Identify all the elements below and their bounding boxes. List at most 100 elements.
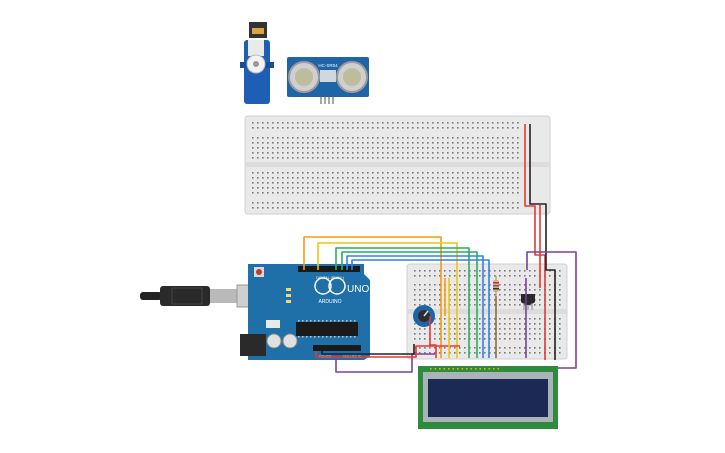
breadboard-hole	[267, 172, 269, 174]
breadboard-hole	[549, 275, 551, 277]
wire-purple-sensor[interactable]	[526, 251, 577, 369]
breadboard-hole	[459, 299, 461, 301]
breadboard-large[interactable]	[244, 115, 551, 215]
breadboard-hole	[492, 147, 494, 149]
breadboard-hole	[352, 172, 354, 174]
breadboard-hole	[342, 192, 344, 194]
lcd-display[interactable]	[418, 366, 558, 429]
breadboard-hole	[414, 333, 416, 335]
breadboard-hole	[257, 177, 259, 179]
breadboard-hole	[262, 137, 264, 139]
breadboard-hole	[262, 157, 264, 159]
led-indicator	[286, 294, 291, 297]
breadboard-hole	[494, 328, 496, 330]
breadboard-hole	[559, 347, 561, 349]
breadboard-hole	[559, 299, 561, 301]
breadboard-hole	[267, 182, 269, 184]
wire-orange[interactable]	[303, 236, 442, 358]
breadboard-hole	[504, 299, 506, 301]
breadboard-hole	[419, 328, 421, 330]
wire-purple-lcd[interactable]	[335, 352, 435, 373]
breadboard-hole	[467, 152, 469, 154]
wire-green[interactable]	[335, 247, 470, 358]
breadboard-hole	[484, 338, 486, 340]
breadboard-hole	[347, 172, 349, 174]
lcd-pin	[479, 368, 482, 370]
breadboard-hole	[257, 147, 259, 149]
resistor[interactable]	[493, 276, 499, 296]
breadboard-hole	[397, 202, 399, 204]
breadboard-hole	[347, 122, 349, 124]
breadboard-hole	[439, 333, 441, 335]
breadboard-hole	[447, 172, 449, 174]
wire-blue-2[interactable]	[351, 259, 490, 358]
breadboard-hole	[432, 142, 434, 144]
breadboard-hole	[507, 182, 509, 184]
breadboard-hole	[502, 137, 504, 139]
reset-button[interactable]	[256, 269, 262, 275]
breadboard-hole	[272, 182, 274, 184]
wires[interactable]	[303, 124, 577, 373]
breadboard-hole	[447, 182, 449, 184]
wire-red-5v[interactable]	[315, 345, 460, 358]
breadboard-hole	[377, 207, 379, 209]
wire-red-power[interactable]	[524, 124, 546, 360]
breadboard-hole	[392, 147, 394, 149]
wire-green-2[interactable]	[341, 251, 478, 358]
breadboard-hole	[277, 157, 279, 159]
breadboard-hole	[539, 352, 541, 354]
breadboard-hole	[477, 142, 479, 144]
breadboard-hole	[257, 157, 259, 159]
breadboard-hole	[297, 182, 299, 184]
wire-red-pot[interactable]	[429, 316, 437, 358]
breadboard-hole	[514, 299, 516, 301]
breadboard-hole	[412, 152, 414, 154]
breadboard-hole	[412, 207, 414, 209]
breadboard-hole	[337, 122, 339, 124]
breadboard-hole	[462, 207, 464, 209]
breadboard-hole	[362, 152, 364, 154]
breadboard-hole	[347, 207, 349, 209]
wire-yellow[interactable]	[317, 242, 458, 358]
breadboard-hole	[499, 338, 501, 340]
breadboard-hole	[357, 207, 359, 209]
breadboard-hole	[307, 122, 309, 124]
breadboard-hole	[474, 328, 476, 330]
usb-cable[interactable]	[140, 284, 266, 308]
breadboard-hole	[504, 352, 506, 354]
breadboard-hole	[412, 192, 414, 194]
ultrasonic-sensor[interactable]: HC-SR04	[287, 57, 369, 104]
wire-black-ground[interactable]	[529, 124, 556, 360]
breadboard-hole	[257, 122, 259, 124]
breadboard-hole	[377, 172, 379, 174]
breadboard-hole	[417, 202, 419, 204]
breadboard-hole	[422, 152, 424, 154]
breadboard-hole	[504, 318, 506, 320]
breadboard-hole	[352, 187, 354, 189]
breadboard-hole	[392, 127, 394, 129]
arduino-uno[interactable]: ARDUINO UNO DIGITAL (PWM~) POWER ANALOG …	[240, 264, 370, 360]
breadboard-hole	[487, 172, 489, 174]
wire-black-gnd[interactable]	[321, 344, 415, 355]
breadboard-hole	[479, 294, 481, 296]
breadboard-hole	[342, 172, 344, 174]
breadboard-hole	[549, 333, 551, 335]
wire-blue[interactable]	[346, 255, 484, 358]
breadboard-hole	[419, 284, 421, 286]
breadboard-hole	[509, 299, 511, 301]
breadboard-hole	[407, 202, 409, 204]
potentiometer[interactable]	[413, 305, 435, 327]
breadboard-hole	[302, 177, 304, 179]
breadboard-hole	[519, 347, 521, 349]
breadboard-hole	[429, 299, 431, 301]
breadboard-hole	[262, 127, 264, 129]
breadboard-hole	[464, 294, 466, 296]
temperature-sensor[interactable]	[521, 294, 535, 310]
breadboard-hole	[512, 137, 514, 139]
servo-motor[interactable]	[240, 22, 274, 104]
breadboard-hole	[282, 172, 284, 174]
breadboard-hole	[267, 187, 269, 189]
breadboard-hole	[427, 147, 429, 149]
breadboard-hole	[332, 192, 334, 194]
